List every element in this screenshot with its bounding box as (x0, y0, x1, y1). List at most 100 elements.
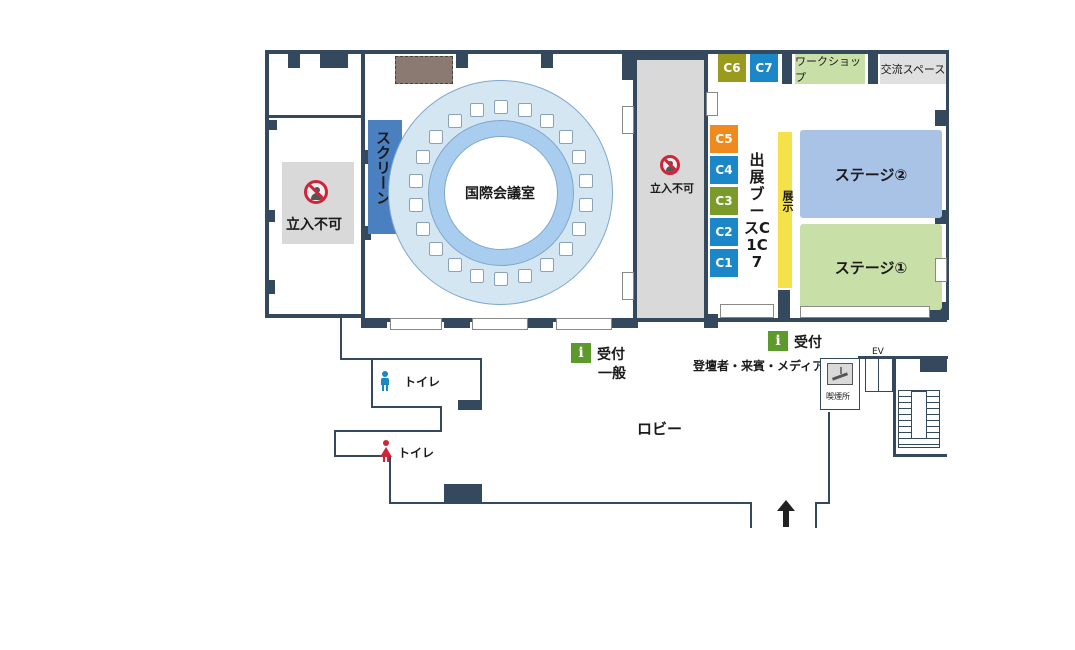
chair (429, 129, 443, 144)
wall (858, 356, 948, 359)
wall (633, 54, 637, 322)
lobby-label: ロビー (637, 420, 683, 438)
pillar (288, 54, 300, 68)
wall-line (334, 430, 442, 432)
lounge-area[interactable]: 交流スペース (880, 54, 946, 84)
booth-label: C7 (755, 61, 773, 75)
chair (494, 272, 508, 286)
elevator-label: EV (872, 347, 884, 357)
reception-general-title: 受付 (597, 347, 625, 363)
chair (572, 150, 587, 165)
staircase (898, 390, 940, 448)
elevator[interactable] (865, 358, 893, 392)
wall-line (389, 455, 391, 503)
booth-label: C6 (723, 61, 741, 75)
booth-label: C5 (715, 132, 733, 146)
smoking-label: 喫煙所 (826, 392, 850, 401)
booth-c3[interactable]: C3 (710, 187, 738, 215)
chair (447, 113, 462, 128)
wall (265, 50, 947, 54)
wall-line (340, 358, 482, 360)
wall (893, 356, 896, 456)
chair (540, 113, 555, 128)
pillar (612, 318, 638, 328)
wall-line (371, 358, 373, 408)
chair (558, 242, 573, 257)
no-entry-icon (304, 180, 328, 204)
chair (469, 268, 484, 283)
entrance-arrow-icon (777, 500, 795, 528)
stage-2[interactable]: ステージ② (800, 130, 942, 218)
reception-vip-sub: 登壇者・来賓・メディア (693, 359, 825, 373)
chair (408, 198, 423, 213)
door[interactable] (720, 304, 774, 318)
door[interactable] (390, 318, 442, 330)
conference-center (444, 136, 558, 250)
lounge-label: 交流スペース (880, 63, 946, 76)
pillar (782, 54, 792, 84)
pillar (361, 150, 371, 164)
pillar (920, 356, 947, 372)
stage-1[interactable]: ステージ① (800, 224, 942, 310)
no-entry-center-label: 立入不可 (650, 182, 694, 195)
chair (518, 268, 533, 283)
booth-label: C2 (715, 225, 733, 239)
wall-line (750, 502, 752, 528)
pillar (527, 318, 553, 328)
stage-1-label: ステージ① (834, 258, 908, 277)
women-icon (380, 440, 392, 462)
no-entry-zone-center (637, 60, 704, 318)
booth-c2[interactable]: C2 (710, 218, 738, 246)
conference-room-label: 国際会議室 (465, 186, 535, 202)
no-entry-icon (660, 155, 680, 175)
door[interactable] (706, 92, 718, 116)
reception-vip-title: 受付 (794, 335, 822, 351)
wall (361, 72, 365, 322)
chair (415, 221, 430, 236)
chair (572, 221, 587, 236)
chair (408, 173, 423, 188)
door[interactable] (935, 258, 947, 282)
workshop-label: ワークショップ (795, 55, 861, 84)
wall (704, 54, 708, 322)
pillar (265, 120, 277, 130)
wall (265, 50, 269, 318)
wall-line (371, 406, 441, 408)
pillar (444, 318, 470, 328)
door[interactable] (622, 106, 634, 134)
no-entry-left-label: 立入不可 (286, 217, 342, 233)
stage-platform (395, 56, 453, 84)
pillar (265, 280, 275, 294)
exhibit-panel[interactable] (778, 132, 792, 288)
chair (579, 198, 594, 213)
wall (361, 54, 365, 78)
info-icon: i (768, 331, 788, 351)
wall (946, 50, 949, 320)
door[interactable] (622, 272, 634, 300)
chair (540, 258, 555, 273)
booth-c6[interactable]: C6 (718, 54, 746, 82)
wall-line (440, 406, 442, 432)
booth-c4[interactable]: C4 (710, 156, 738, 184)
chair (447, 258, 462, 273)
booth-c7[interactable]: C7 (750, 54, 778, 82)
wall (361, 318, 947, 322)
pillar (320, 54, 348, 68)
stage-2-label: ステージ② (834, 165, 908, 184)
pillar (265, 210, 275, 222)
door[interactable] (556, 318, 612, 330)
smoking-icon (827, 363, 853, 385)
chair (469, 103, 484, 118)
chair (579, 173, 594, 188)
door[interactable] (472, 318, 528, 330)
pillar (444, 484, 482, 504)
reception-general-sub: 一般 (598, 366, 626, 382)
workshop-area[interactable]: ワークショップ (795, 54, 865, 84)
info-icon: i (571, 343, 591, 363)
wall-line (334, 430, 336, 456)
booth-c5[interactable]: C5 (710, 125, 738, 153)
pillar (778, 290, 790, 318)
booth-c1[interactable]: C1 (710, 249, 738, 277)
door[interactable] (800, 306, 930, 318)
men-icon (380, 371, 390, 391)
